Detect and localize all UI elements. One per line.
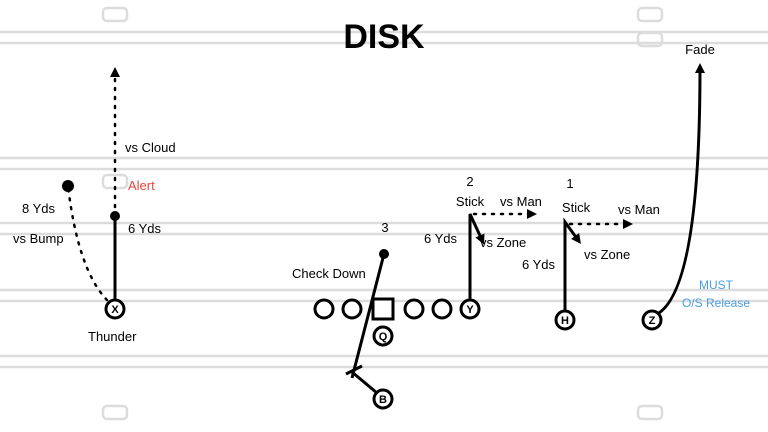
x-bump-route [66, 184, 109, 302]
h-vs-man-label: vs Man [618, 202, 660, 217]
read-2-label: 2 [466, 174, 473, 189]
h-routes [563, 217, 633, 320]
player-h: H [554, 309, 576, 331]
vs-bump-label: vs Bump [13, 231, 64, 246]
center [371, 297, 395, 321]
check-down-route [350, 253, 386, 379]
read-3-label: 3 [381, 220, 388, 235]
right-tackle [431, 298, 453, 320]
y-six-yds-label: 6 Yds [424, 231, 458, 246]
svg-text:Y: Y [466, 304, 474, 316]
left-tackle [313, 298, 335, 320]
player-z: Z [641, 309, 663, 331]
check-down-label: Check Down [292, 266, 366, 281]
y-vs-zone-label: vs Zone [480, 235, 526, 250]
player-q: Q [372, 325, 394, 347]
y-stick-label: Stick [456, 194, 485, 209]
player-b: B [372, 388, 394, 410]
h-six-yds-label: 6 Yds [522, 257, 556, 272]
x-routes [62, 67, 120, 302]
svg-text:H: H [561, 315, 569, 327]
player-y: Y [459, 298, 481, 320]
eight-yds-label: 8 Yds [22, 201, 56, 216]
fade-label: Fade [685, 42, 715, 57]
right-guard [403, 298, 425, 320]
svg-text:Q: Q [379, 331, 388, 343]
x-break-point [110, 211, 120, 221]
z-fade-route [652, 63, 705, 318]
b-block-tee [345, 364, 363, 376]
offensive-line [313, 297, 453, 321]
check-down-point [379, 249, 389, 259]
y-vs-man-label: vs Man [500, 194, 542, 209]
svg-text:X: X [111, 304, 119, 316]
alert-label: Alert [128, 178, 155, 193]
os-release-label: O/S Release [682, 296, 750, 310]
player-x: X [104, 298, 126, 320]
x-bump-point [62, 180, 74, 192]
x-six-yds-label: 6 Yds [128, 221, 162, 236]
play-title: DISK [343, 18, 425, 56]
read-1-label: 1 [566, 176, 573, 191]
thunder-label: Thunder [88, 329, 137, 344]
must-label: MUST [699, 278, 734, 292]
h-vs-zone-label: vs Zone [584, 247, 630, 262]
left-guard [341, 298, 363, 320]
y-routes [468, 209, 537, 309]
svg-text:B: B [379, 394, 387, 406]
y-stick-route [468, 213, 485, 309]
yard-lines [0, 30, 768, 369]
h-stick-label: Stick [562, 200, 591, 215]
svg-text:Z: Z [649, 315, 656, 327]
h-stick-route [563, 217, 581, 320]
vs-cloud-label: vs Cloud [125, 140, 176, 155]
